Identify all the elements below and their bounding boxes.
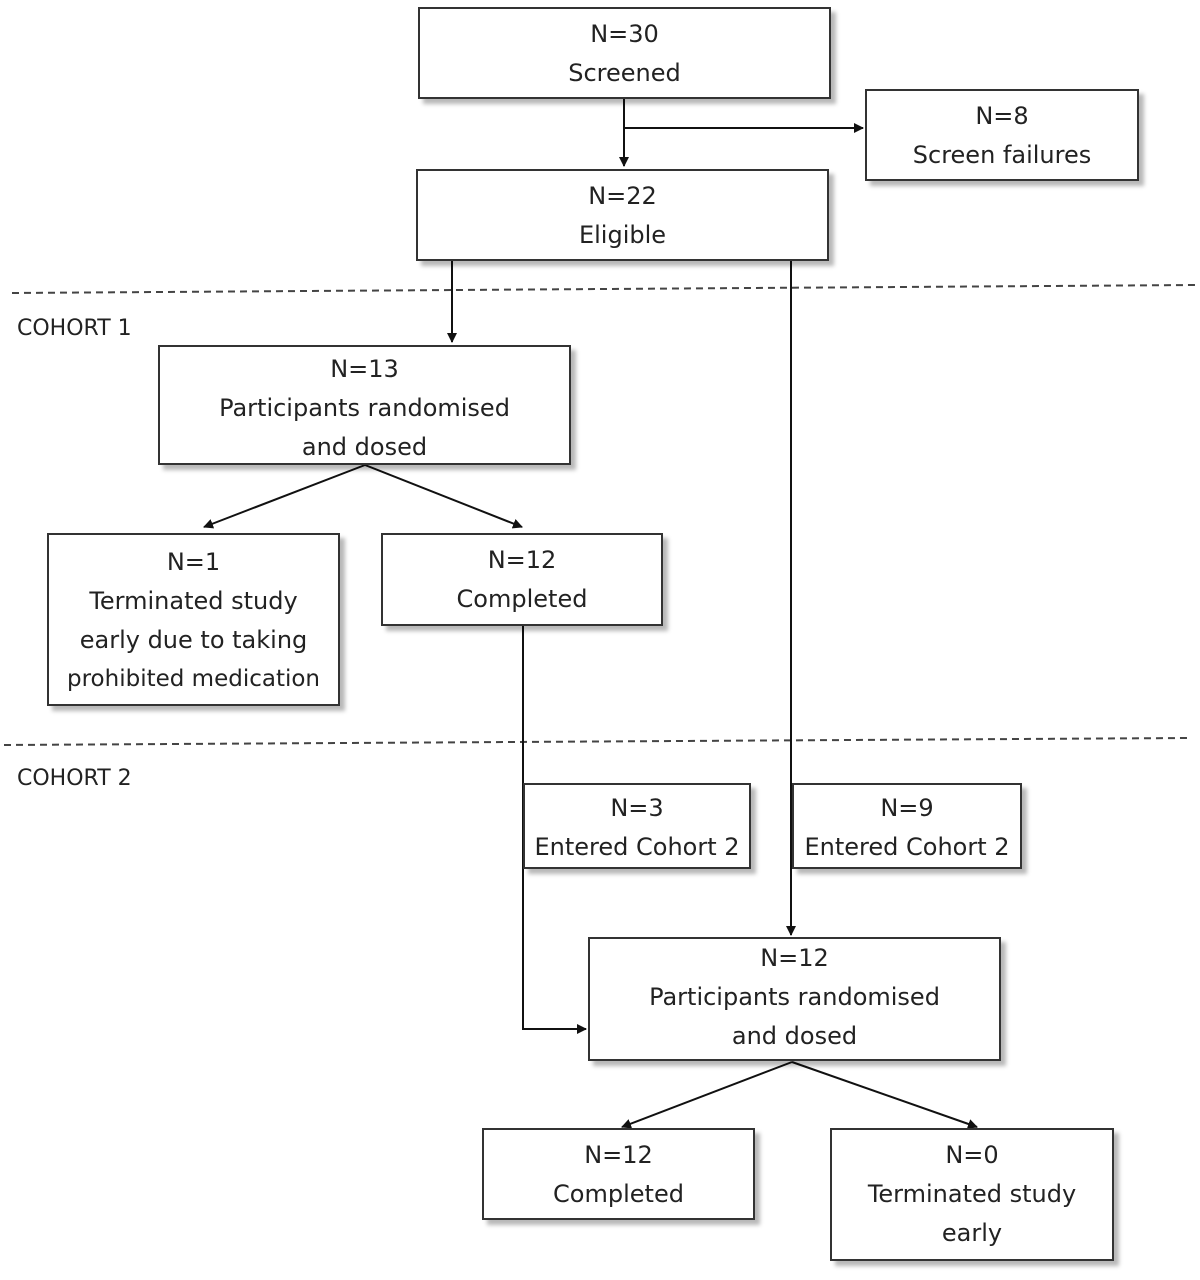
- screen-failures-label: Screen failures: [912, 141, 1092, 169]
- cohort2-terminated-label-1: Terminated study: [867, 1180, 1077, 1208]
- cohort1-randomised-label-2: and dosed: [301, 433, 428, 461]
- cohort-2-label: COHORT 2: [17, 766, 132, 791]
- cohort2-terminated-box: N=0 Terminated study early: [830, 1128, 1114, 1261]
- cohort1-randomised-box: N=13 Participants randomised and dosed: [158, 345, 571, 465]
- cohort-1-label: COHORT 1: [17, 316, 132, 341]
- cohort2-terminated-label-2: early: [941, 1219, 1003, 1247]
- cohort2-randomised-label-1: Participants randomised: [649, 983, 940, 1011]
- arrow-c2-to-completed: [621, 1061, 793, 1129]
- cohort1-completed-label: Completed: [456, 585, 588, 613]
- entered-cohort2-new-box: N=9 Entered Cohort 2: [792, 783, 1022, 869]
- arrow-c1-completed-to-c2: [522, 626, 587, 1034]
- cohort1-terminated-label-3: prohibited medication: [67, 666, 320, 692]
- cohort1-randomised-count: N=13: [330, 355, 399, 383]
- cohort2-terminated-count: N=0: [945, 1141, 999, 1169]
- arrow-c1-to-completed: [364, 464, 523, 529]
- cohort1-completed-box: N=12 Completed: [381, 533, 663, 626]
- cohort2-completed-count: N=12: [584, 1141, 653, 1169]
- entered-cohort2-from-cohort1-label: Entered Cohort 2: [534, 833, 740, 861]
- screened-count: N=30: [590, 20, 659, 48]
- entered-cohort2-new-label: Entered Cohort 2: [804, 833, 1010, 861]
- screened-label: Screened: [568, 59, 681, 87]
- cohort2-randomised-box: N=12 Participants randomised and dosed: [588, 937, 1001, 1061]
- arrow-c1-to-terminated: [203, 464, 366, 529]
- entered-cohort2-from-cohort1-box: N=3 Entered Cohort 2: [523, 783, 751, 869]
- eligible-count: N=22: [588, 182, 657, 210]
- screened-box: N=30 Screened: [418, 7, 831, 99]
- cohort2-randomised-label-2: and dosed: [731, 1022, 858, 1050]
- cohort1-terminated-label-1: Terminated study: [89, 587, 298, 615]
- entered-cohort2-new-count: N=9: [880, 794, 934, 822]
- entered-cohort2-from-cohort1-count: N=3: [610, 794, 664, 822]
- screen-failures-box: N=8 Screen failures: [865, 89, 1139, 181]
- cohort1-terminated-box: N=1 Terminated study early due to taking…: [47, 533, 340, 706]
- cohort2-randomised-count: N=12: [760, 944, 829, 972]
- cohort2-completed-box: N=12 Completed: [482, 1128, 755, 1220]
- cohort1-randomised-label-1: Participants randomised: [219, 394, 510, 422]
- cohort2-completed-label: Completed: [553, 1180, 684, 1208]
- cohort1-terminated-label-2: early due to taking: [79, 626, 308, 654]
- eligible-box: N=22 Eligible: [416, 169, 829, 261]
- cohort1-divider: [11, 284, 1197, 294]
- cohort1-terminated-count: N=1: [166, 548, 221, 576]
- cohort2-divider: [3, 737, 1189, 746]
- arrow-c2-to-terminated: [791, 1061, 978, 1129]
- eligible-label: Eligible: [578, 221, 667, 249]
- cohort1-completed-count: N=12: [487, 546, 557, 574]
- screen-failures-count: N=8: [975, 102, 1029, 130]
